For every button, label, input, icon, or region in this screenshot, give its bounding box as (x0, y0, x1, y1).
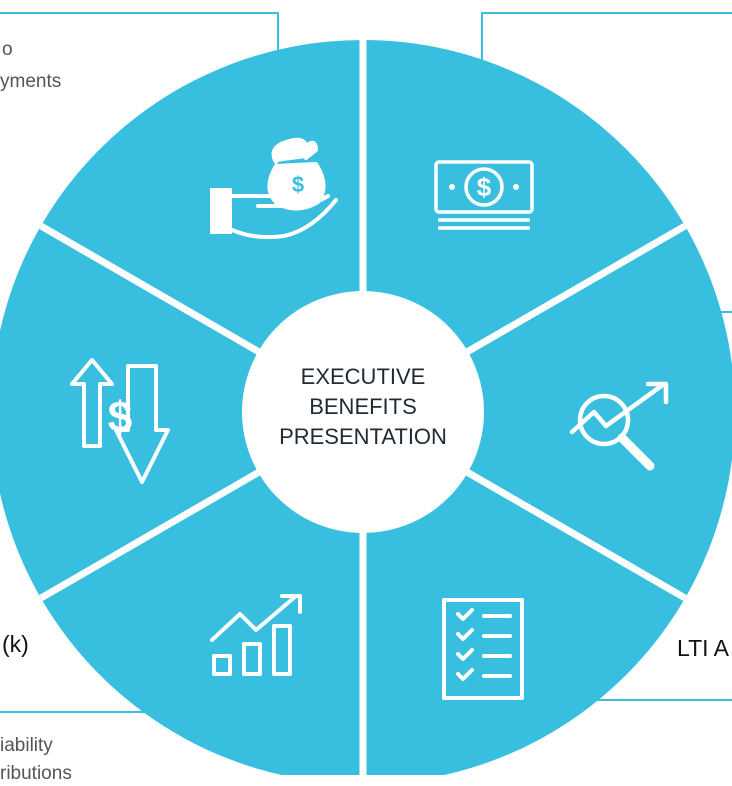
svg-text:$: $ (477, 172, 492, 202)
dollar-bill-icon: $ (434, 160, 534, 230)
svg-text:$: $ (292, 172, 304, 197)
frame-top-right (481, 12, 732, 60)
right-callout-label: LTI A (677, 635, 729, 661)
top-left-callout-line-1: o (2, 39, 13, 60)
left-callout-label: (k) (2, 631, 29, 657)
center-hub (242, 291, 484, 533)
bottom-left-callout-line-2: ributions (0, 763, 72, 784)
center-title-line-3: PRESENTATION (279, 424, 447, 449)
svg-text:$: $ (108, 393, 132, 442)
center-title: EXECUTIVE BENEFITS PRESENTATION (240, 362, 486, 452)
checklist-icon (442, 598, 524, 700)
money-bag-hand-icon: $ (210, 137, 338, 240)
center-title-line-2: BENEFITS (309, 394, 417, 419)
growth-bar-chart-icon (210, 594, 302, 676)
magnifier-growth-icon (569, 381, 669, 471)
frame-top-left (0, 12, 279, 60)
top-left-callout-line-2: yments (0, 71, 62, 92)
center-title-line-1: EXECUTIVE (300, 364, 426, 389)
bottom-left-callout-line-1: iability (0, 735, 53, 756)
dollar-up-down-icon: $ (70, 358, 170, 484)
